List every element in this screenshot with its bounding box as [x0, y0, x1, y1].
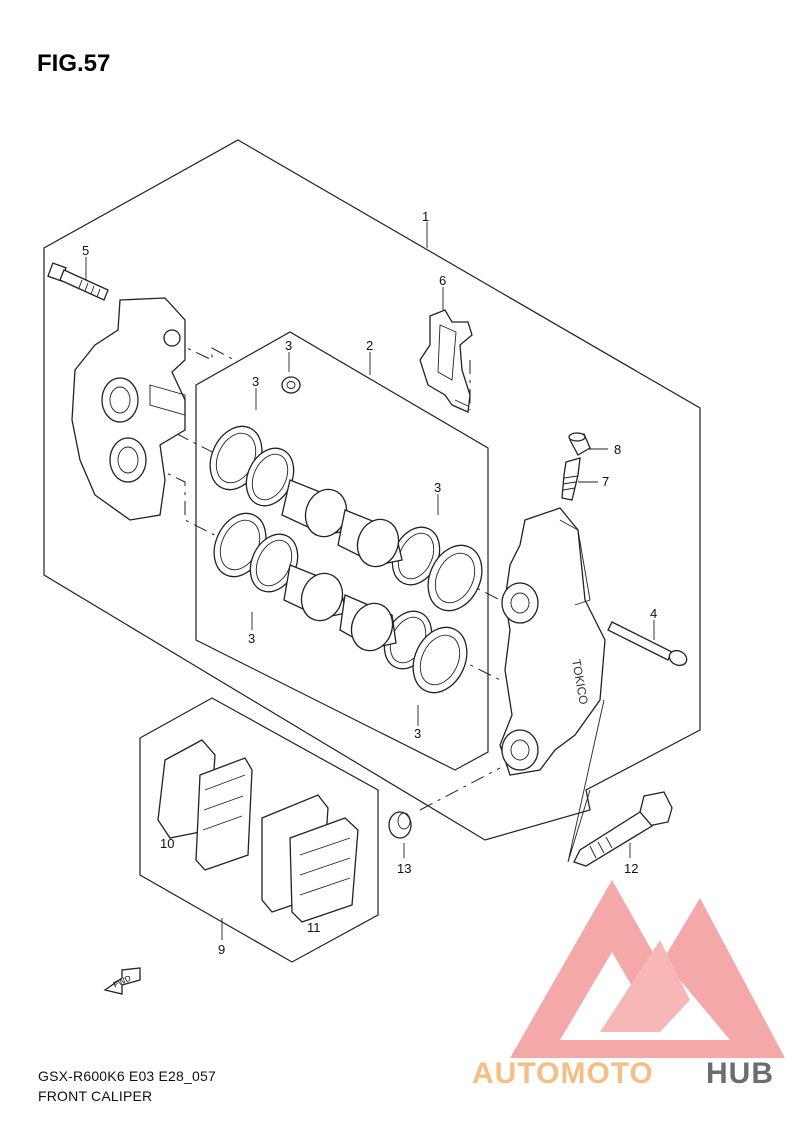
watermark-text-hub: HUB: [706, 1057, 774, 1090]
bleeder-valve-7: [561, 457, 581, 501]
callout-3: 3: [285, 338, 292, 353]
watermark-text-automoto: AUTOMOTO: [472, 1057, 654, 1090]
callout-8: 8: [614, 442, 621, 457]
caption-name: FRONT CALIPER: [38, 1088, 153, 1104]
callout-2: 2: [366, 338, 373, 353]
callout-13: 13: [397, 861, 411, 876]
callout-11: 11: [307, 920, 321, 935]
washer-3: [281, 376, 301, 394]
pistons: [281, 479, 403, 652]
callout-6: 6: [439, 273, 446, 288]
callout-4: 4: [650, 606, 657, 621]
callout-3: 3: [252, 374, 259, 389]
callout-3: 3: [434, 480, 441, 495]
caliper-assembly-boundary: [43, 139, 701, 841]
callout-3: 3: [248, 631, 255, 646]
callout-3: 3: [414, 726, 421, 741]
piston-seals: [209, 425, 483, 694]
seal-kit-boundary: [195, 331, 489, 771]
callout-12: 12: [624, 861, 638, 876]
callout-1: 1: [422, 209, 429, 224]
figure-title: FIG.57: [37, 50, 111, 77]
caliper-half-right: TOKICO: [499, 507, 606, 776]
pad-pin-4: [607, 621, 688, 667]
spacer-13: [388, 811, 412, 839]
mount-bolt-12: [567, 699, 673, 867]
caption-model: GSX-R600K6 E03 E28_057: [38, 1068, 216, 1084]
caliper-half-left: [71, 297, 186, 521]
callout-10: 10: [160, 836, 174, 851]
callout-9: 9: [218, 942, 225, 957]
callout-5: 5: [82, 243, 89, 258]
brake-pad-11: [261, 794, 359, 923]
pad-set-boundary: [139, 697, 379, 963]
brake-pad-10: [157, 739, 253, 871]
pad-spring-6: [419, 309, 473, 413]
bolt-5: [47, 262, 109, 301]
fwd-arrow-icon: FWD: [103, 967, 141, 995]
watermark-logo-icon: [510, 880, 785, 1058]
callout-7: 7: [602, 474, 609, 489]
watermark-text: AUTOMOTO HUB: [472, 1057, 774, 1090]
bleeder-cap-8: [568, 432, 591, 456]
callouts: 1 2 3 3 3 3 3 4 5 6 7 8 9 10 11 12 13: [82, 209, 657, 957]
